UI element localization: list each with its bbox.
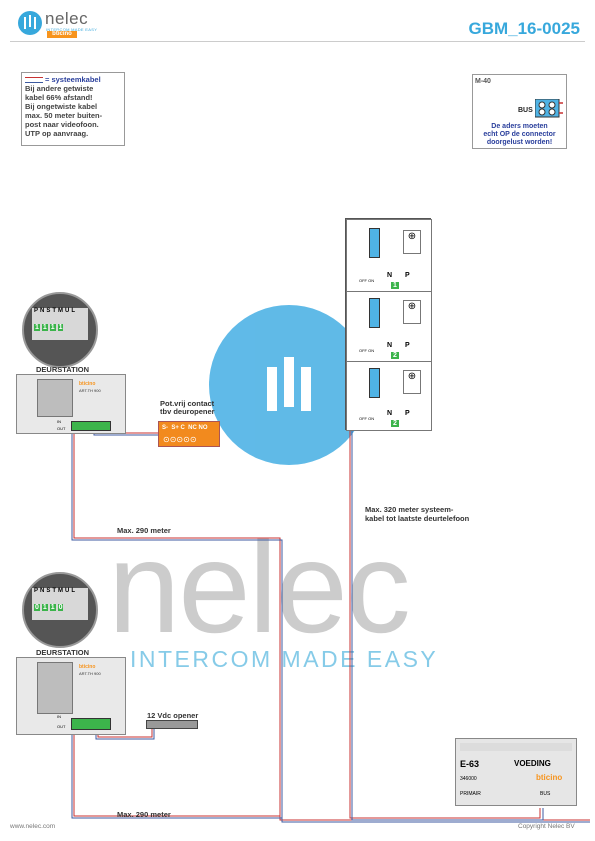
n-value: 1 bbox=[391, 282, 399, 289]
door-phone-1: ⊕ OFF ON N P 1 bbox=[346, 219, 432, 293]
footer-copyright: Copyright Nelec BV bbox=[518, 823, 575, 830]
watermark-bars-icon bbox=[267, 357, 311, 411]
opener-label: 12 Vdc opener bbox=[147, 711, 199, 720]
out-label: OUT bbox=[57, 724, 66, 729]
watermark-nelec: nelec bbox=[108, 514, 411, 660]
note-line: post naar videofoon. bbox=[25, 120, 99, 129]
terminal-block bbox=[71, 718, 111, 730]
watermark-logo-circle bbox=[209, 305, 369, 465]
keypad-labels: PNSTMUL bbox=[34, 588, 78, 594]
riser-length-label: Max. 320 meter systeem-kabel tot laatste… bbox=[365, 505, 470, 523]
switch-label: OFF ON bbox=[359, 278, 375, 283]
nelec-logo-icon bbox=[18, 11, 42, 35]
door-phone-3: ⊕ OFF ON N P 2 bbox=[346, 361, 432, 431]
keypad-labels: PNSTMUL bbox=[34, 308, 78, 314]
in-label: IN bbox=[57, 419, 61, 424]
cable-length-top: Max. 290 meter bbox=[117, 526, 171, 535]
door-opener-icon bbox=[146, 720, 198, 729]
terminal-strip-top bbox=[460, 743, 572, 751]
station-model: ART.TH 900 bbox=[79, 388, 101, 393]
connector-bus-label: BUS bbox=[518, 107, 533, 114]
door-station-top: bticino ART.TH 900 IN OUT bbox=[16, 374, 126, 434]
relay-terminals: S- S+ C NC NO bbox=[162, 425, 208, 431]
power-brand: bticino bbox=[536, 773, 563, 782]
note-line: max. 50 meter buiten- bbox=[25, 111, 103, 120]
station-title-top: DEURSTATION bbox=[36, 365, 90, 374]
note-line: Bij andere getwiste bbox=[25, 84, 94, 93]
note-line: UTP op aanvraag. bbox=[25, 129, 89, 138]
in-label: IN bbox=[57, 714, 61, 719]
footer-website[interactable]: www.nelec.com bbox=[10, 823, 56, 830]
n-label: N bbox=[387, 342, 393, 349]
station-brand: bticino bbox=[79, 664, 96, 670]
out-label: OUT bbox=[57, 426, 66, 431]
connector-note: M-40 BUS De aders moeten echt OP de conn… bbox=[472, 74, 567, 149]
handset-icon: ⊕ bbox=[403, 300, 421, 324]
n-label: N bbox=[387, 410, 393, 417]
keypad-zoom-top: PNSTMUL 1 1 1 1 bbox=[22, 292, 98, 368]
cable-note: = systeemkabel Bij andere getwiste kabel… bbox=[21, 72, 125, 146]
warning-line: De aders moeten bbox=[491, 123, 548, 130]
power-title: VOEDING bbox=[514, 759, 551, 768]
note-line: Bij ongetwiste kabel bbox=[25, 102, 98, 111]
station-title-bottom: DEURSTATION bbox=[36, 648, 90, 657]
power-primair-label: PRIMAIR bbox=[460, 791, 481, 797]
n-label: N bbox=[387, 272, 393, 279]
document-code: GBM_16-0025 bbox=[468, 19, 580, 38]
power-model: E-63 bbox=[460, 759, 480, 769]
terminal-block bbox=[71, 421, 111, 431]
watermark-tagline: INTERCOM MADE EASY bbox=[130, 646, 439, 672]
warning-line: echt OP de connector bbox=[483, 131, 556, 138]
handset-icon: ⊕ bbox=[403, 370, 421, 394]
bus-connector-icon bbox=[535, 99, 563, 118]
connector-warning: De aders moeten echt OP de connector doo… bbox=[473, 123, 566, 147]
switch-label: OFF ON bbox=[359, 348, 375, 353]
bticino-logo: bticino bbox=[47, 31, 77, 38]
keypad-values: 1 1 1 1 bbox=[34, 324, 64, 331]
brand-name: nelec bbox=[45, 9, 89, 28]
header-divider bbox=[10, 41, 585, 42]
station-model: ART.TH 900 bbox=[79, 671, 101, 676]
p-label: P bbox=[405, 410, 410, 417]
door-station-bottom: bticino ART.TH 900 IN OUT bbox=[16, 657, 126, 735]
keypad-values: 0 1 1 0 bbox=[34, 604, 64, 611]
station-brand: bticino bbox=[79, 381, 96, 387]
door-phone-stack: ⊕ OFF ON N P 1 ⊕ OFF ON N P 2 ⊕ OFF ON N… bbox=[345, 218, 432, 431]
note-line: kabel 66% afstand! bbox=[25, 93, 93, 102]
cable-length-bottom: Max. 290 meter bbox=[117, 810, 171, 819]
relay-module: S- S+ C NC NO ⊙⊙⊙⊙⊙ bbox=[158, 421, 220, 447]
power-part-number: 346000 bbox=[460, 776, 477, 782]
handset-icon: ⊕ bbox=[403, 230, 421, 254]
relay-screw-icons: ⊙⊙⊙⊙⊙ bbox=[163, 435, 197, 444]
connector-model: M-40 bbox=[475, 78, 491, 85]
power-supply: E-63 VOEDING bticino 346000 PRIMAIR BUS bbox=[455, 738, 577, 806]
switch-label: OFF ON bbox=[359, 416, 375, 421]
p-label: P bbox=[405, 342, 410, 349]
power-bus-label: BUS bbox=[540, 791, 551, 797]
door-phone-2: ⊕ OFF ON N P 2 bbox=[346, 291, 432, 363]
brand-tagline: INTERCOM MADE EASY bbox=[46, 27, 98, 32]
n-value: 2 bbox=[391, 352, 399, 359]
n-value: 2 bbox=[391, 420, 399, 427]
note-title: = systeemkabel bbox=[45, 75, 101, 84]
keypad-zoom-bottom: PNSTMUL 0 1 1 0 bbox=[22, 572, 98, 648]
p-label: P bbox=[405, 272, 410, 279]
system-cable-legend-icon bbox=[25, 77, 43, 84]
warning-line: doorgelust worden! bbox=[486, 139, 553, 146]
